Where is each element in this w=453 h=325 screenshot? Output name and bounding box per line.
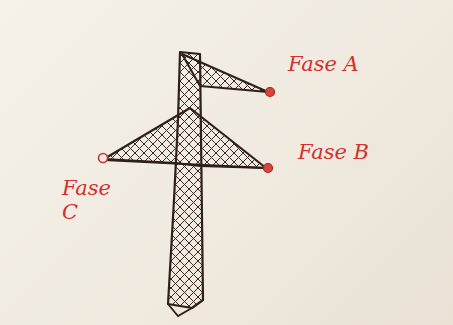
phase-label: Fase A <box>288 52 408 76</box>
tower-mast <box>168 52 203 308</box>
arm-edge <box>104 160 266 168</box>
top-arm <box>182 54 268 92</box>
phase-label: Fase B <box>298 140 418 164</box>
mast-foot <box>168 304 192 316</box>
phase-dot <box>264 164 273 173</box>
phase-label: Fase C <box>62 176 120 224</box>
cross-arm <box>104 108 266 168</box>
phase-dot <box>99 154 108 163</box>
phase-dot <box>266 88 275 97</box>
